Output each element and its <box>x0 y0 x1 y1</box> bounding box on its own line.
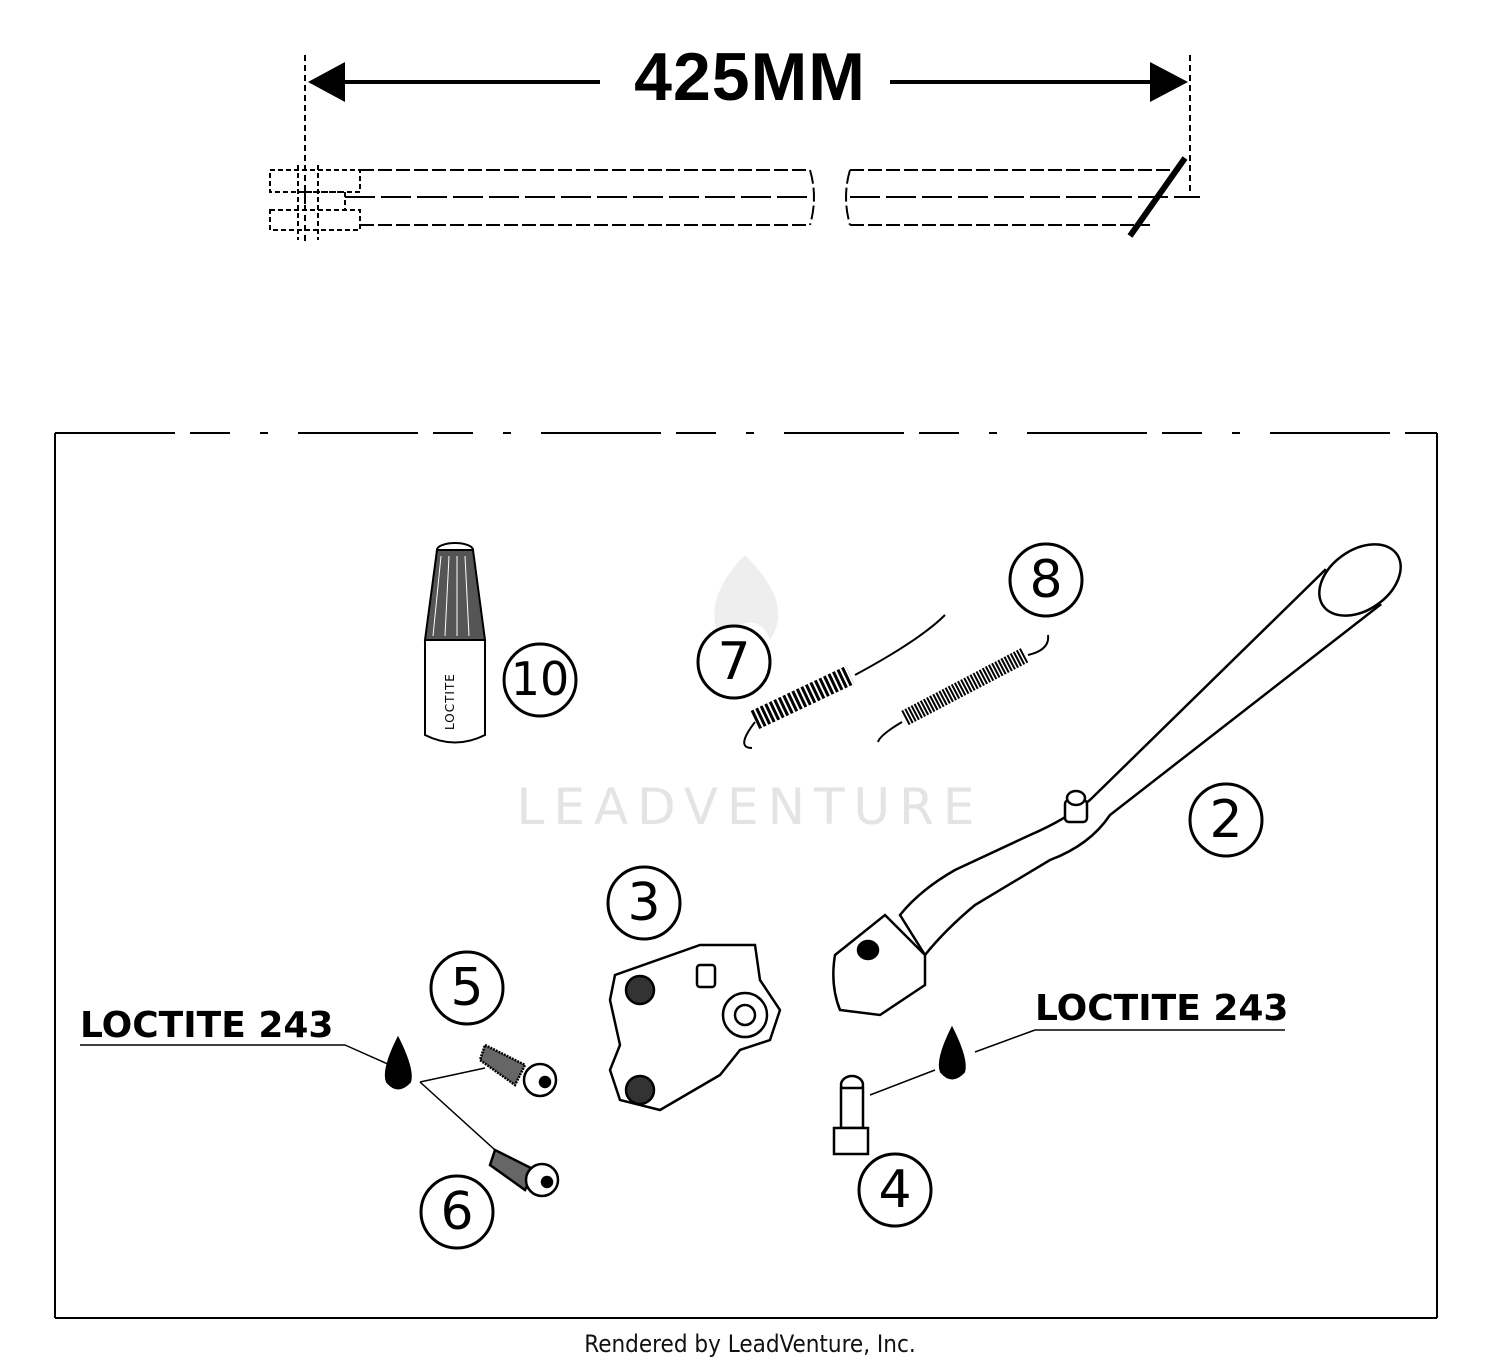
callout-circle-6 <box>419 1174 495 1250</box>
watermark-text: LEADVENTURE <box>516 778 984 836</box>
callout-6: 6 <box>440 1182 474 1242</box>
spring-short-icon <box>743 614 946 749</box>
callout-4: 4 <box>878 1160 912 1220</box>
stand-mount-end <box>269 165 361 240</box>
loctite-note-right: LOCTITE 243 <box>1035 988 1289 1029</box>
dimension-arrow-right <box>1150 62 1188 102</box>
mounting-bracket-icon <box>608 943 782 1112</box>
callout-5: 5 <box>450 958 484 1018</box>
bottle-label: LOCTITE <box>443 673 457 730</box>
dimension-arrow-left <box>308 62 345 102</box>
stand-bar-outline <box>345 156 1200 238</box>
callout-circle-7 <box>696 624 772 700</box>
leader-lines <box>80 1029 1285 1151</box>
loctite-note-left: LOCTITE 243 <box>80 1005 334 1046</box>
callout-3: 3 <box>627 873 661 933</box>
callout-7: 7 <box>717 632 751 692</box>
callout-circle-5 <box>429 950 505 1026</box>
dimension-drawing <box>269 55 1200 245</box>
footer-credit: Rendered by LeadVenture, Inc. <box>584 1330 916 1358</box>
callout-circle-10 <box>502 642 578 718</box>
spring-long-icon <box>877 634 1050 743</box>
dimension-label: 425MM <box>634 39 866 115</box>
callout-circles <box>419 542 1264 1250</box>
callout-circle-2 <box>1188 782 1264 858</box>
loctite-drop-left-icon <box>384 1035 412 1090</box>
stud-bolt-icon <box>832 1074 870 1156</box>
callout-circle-8 <box>1008 542 1084 618</box>
side-stand-icon <box>832 543 1402 1017</box>
bolt-lower-icon <box>488 1148 560 1198</box>
diagram-frame <box>54 432 1438 1319</box>
bolt-upper-icon <box>478 1043 558 1098</box>
callout-circle-4 <box>857 1152 933 1228</box>
callout-circle-3 <box>606 865 682 941</box>
loctite-drop-right-icon <box>938 1025 966 1080</box>
callout-8: 8 <box>1029 550 1063 610</box>
callout-10: 10 <box>510 652 570 706</box>
callout-2: 2 <box>1209 790 1243 850</box>
loctite-bottle-icon <box>423 542 487 744</box>
